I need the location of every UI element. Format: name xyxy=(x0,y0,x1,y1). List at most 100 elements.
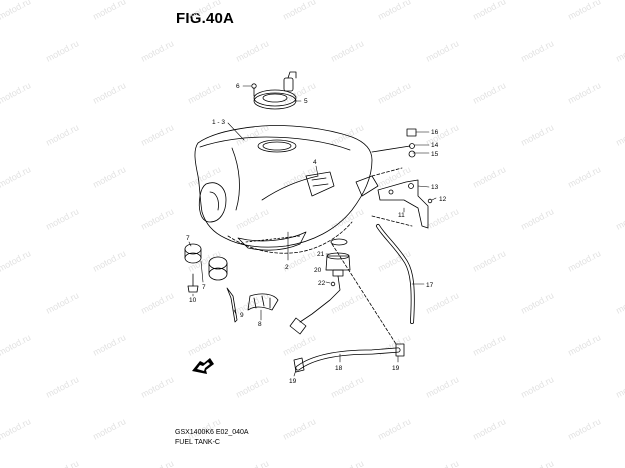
watermark-text: motod.ru xyxy=(614,290,625,316)
callout-21: 21 xyxy=(317,251,325,258)
callout-4: 4 xyxy=(313,159,317,166)
watermark-text: motod.ru xyxy=(139,458,175,468)
watermark-text: motod.ru xyxy=(614,122,625,148)
watermark-text: motod.ru xyxy=(424,122,460,148)
diagram-caption: FUEL TANK-C xyxy=(175,439,220,446)
watermark-text: motod.ru xyxy=(44,122,80,148)
rear-bracket-drawing xyxy=(371,128,433,229)
watermark-text: motod.ru xyxy=(376,80,412,106)
watermark-text: motod.ru xyxy=(281,332,317,358)
watermark-text: motod.ru xyxy=(424,458,460,468)
watermark-text: motod.ru xyxy=(234,38,270,64)
watermark-text: motod.ru xyxy=(471,248,507,274)
callout-7a: 7 xyxy=(186,235,190,242)
watermark-text: motod.ru xyxy=(91,0,127,22)
fuel-cap-drawing xyxy=(251,71,297,110)
watermark-text: motod.ru xyxy=(186,80,222,106)
watermark-text: motod.ru xyxy=(0,416,32,442)
fuel-tank-drawing xyxy=(194,125,379,254)
callout-15: 15 xyxy=(431,151,439,158)
watermark-text: motod.ru xyxy=(0,164,32,190)
watermark-text: motod.ru xyxy=(234,458,270,468)
leader-lines xyxy=(188,85,437,377)
watermark-text: motod.ru xyxy=(0,332,32,358)
watermark-text: motod.ru xyxy=(91,416,127,442)
watermark-text: motod.ru xyxy=(281,80,317,106)
watermark-text: motod.ru xyxy=(91,80,127,106)
watermark-text: motod.ru xyxy=(44,38,80,64)
watermark-text: motod.ru xyxy=(519,290,555,316)
callout-14: 14 xyxy=(431,142,439,149)
watermark-text: motod.ru xyxy=(91,248,127,274)
watermark-text: motod.ru xyxy=(0,248,32,274)
watermark-text: motod.ru xyxy=(376,332,412,358)
watermark-text: motod.ru xyxy=(519,38,555,64)
callout-7b: 7 xyxy=(202,284,206,291)
watermark-text: motod.ru xyxy=(44,206,80,232)
watermark-text: motod.ru xyxy=(471,164,507,190)
watermark-text: motod.ru xyxy=(139,38,175,64)
fuel-pump-drawing xyxy=(289,238,351,335)
watermark-text: motod.ru xyxy=(471,80,507,106)
callout-13: 13 xyxy=(431,184,439,191)
watermark-text: motod.ru xyxy=(91,332,127,358)
callout-10: 10 xyxy=(189,297,197,304)
watermark-text: motod.ru xyxy=(519,374,555,400)
watermark-text: motod.ru xyxy=(566,332,602,358)
callout-11: 11 xyxy=(398,212,405,219)
watermark-text: motod.ru xyxy=(44,458,80,468)
watermark-text: motod.ru xyxy=(91,164,127,190)
watermark-text: motod.ru xyxy=(376,416,412,442)
watermark-text: motod.ru xyxy=(519,206,555,232)
watermark-text: motod.ru xyxy=(566,0,602,22)
callout-22: 22 xyxy=(318,280,326,287)
callout-17: 17 xyxy=(426,282,434,289)
watermark-text: motod.ru xyxy=(0,0,32,22)
callout-12: 12 xyxy=(439,196,447,203)
watermark-text: motod.ru xyxy=(281,416,317,442)
watermark-text: motod.ru xyxy=(186,0,222,22)
watermark-text: motod.ru xyxy=(614,206,625,232)
callout-1-3: 1 - 3 xyxy=(212,119,225,126)
callout-6: 6 xyxy=(236,83,240,90)
watermark-text: motod.ru xyxy=(44,290,80,316)
breather-hose-drawing xyxy=(371,215,415,324)
callout-9: 9 xyxy=(240,312,244,319)
fuel-hose-drawing xyxy=(293,243,405,373)
figure-title: FIG.40A xyxy=(176,10,235,27)
watermark-text: motod.ru xyxy=(424,38,460,64)
watermark-text: motod.ru xyxy=(471,332,507,358)
callout-labels: 1 - 3 2 4 5 6 7 7 8 9 10 11 12 13 14 15 … xyxy=(186,83,447,385)
watermark-text: motod.ru xyxy=(376,164,412,190)
damper-drawing xyxy=(184,243,228,293)
model-code: GSX1400K6 E02_040A xyxy=(175,429,249,436)
watermark-text: motod.ru xyxy=(566,164,602,190)
watermark-text: motod.ru xyxy=(139,290,175,316)
watermark-text: motod.ru xyxy=(424,290,460,316)
watermark-text: motod.ru xyxy=(234,206,270,232)
watermark-text: motod.ru xyxy=(614,374,625,400)
watermark-text: motod.ru xyxy=(329,374,365,400)
watermark-text: motod.ru xyxy=(186,332,222,358)
watermark-text: motod.ru xyxy=(329,122,365,148)
watermark-text: motod.ru xyxy=(519,458,555,468)
watermark-text: motod.ru xyxy=(424,374,460,400)
watermark-text: motod.ru xyxy=(186,248,222,274)
callout-18: 18 xyxy=(335,365,343,372)
watermark-text: motod.ru xyxy=(566,80,602,106)
watermark-text: motod.ru xyxy=(376,0,412,22)
watermark-text: motod.ru xyxy=(424,206,460,232)
watermark-text: motod.ru xyxy=(139,374,175,400)
callout-19a: 19 xyxy=(289,378,297,385)
watermark-text: motod.ru xyxy=(329,38,365,64)
watermark-text: motod.ru xyxy=(471,416,507,442)
callout-2: 2 xyxy=(285,264,289,271)
callout-19b: 19 xyxy=(392,365,400,372)
callout-5: 5 xyxy=(304,98,308,105)
watermark-text: motod.ru xyxy=(471,0,507,22)
watermark-text: motod.ru xyxy=(234,374,270,400)
watermark-text: motod.ru xyxy=(329,458,365,468)
watermark-text: motod.ru xyxy=(329,206,365,232)
